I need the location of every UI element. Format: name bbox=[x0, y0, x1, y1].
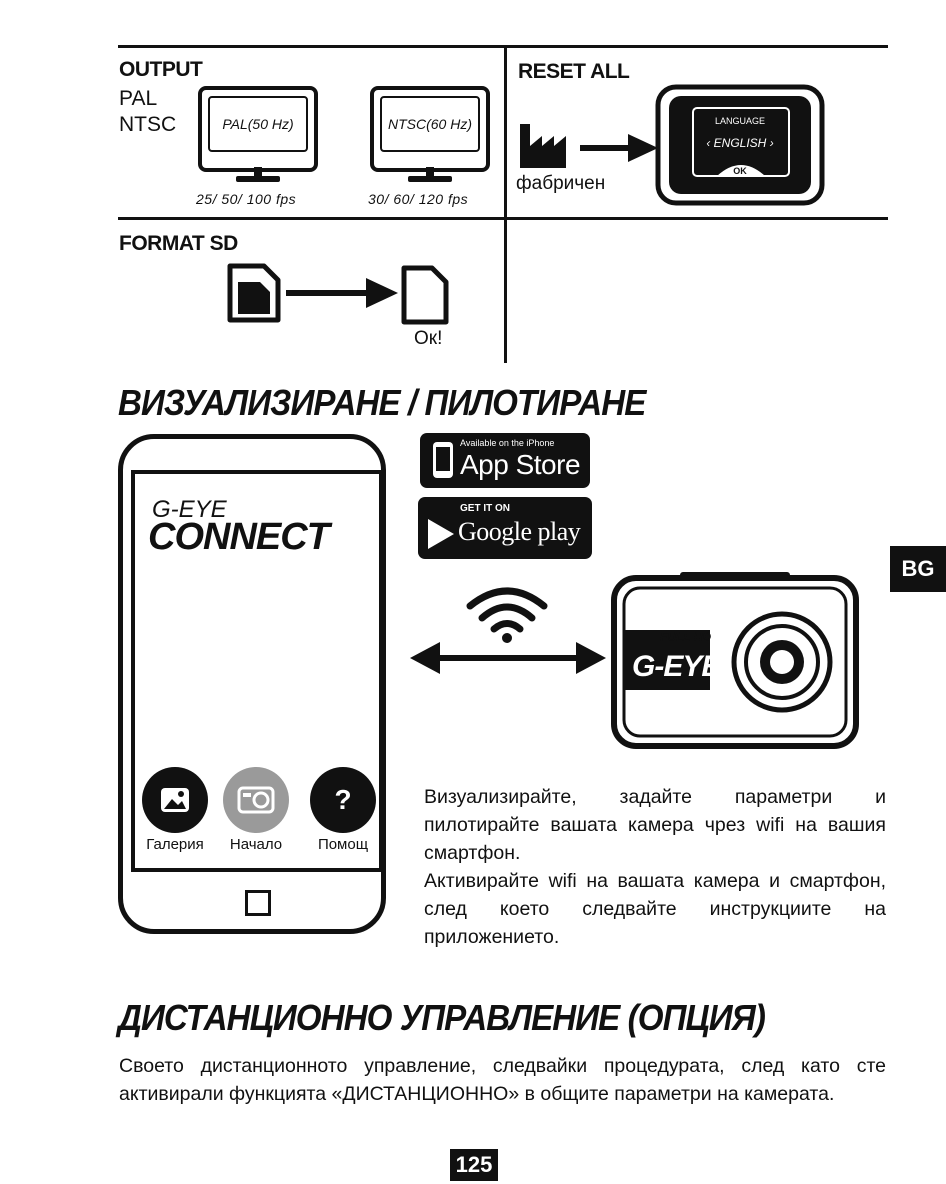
language-tab: BG bbox=[890, 546, 946, 592]
page-number: 125 bbox=[450, 1149, 498, 1181]
gplay-big-text: Google play bbox=[458, 517, 581, 546]
sd-card-icon bbox=[227, 263, 281, 323]
factory-label: фабричен bbox=[516, 173, 606, 194]
double-arrow-icon bbox=[410, 642, 606, 674]
output-pal: PAL bbox=[119, 87, 158, 110]
factory-icon bbox=[520, 124, 566, 168]
phone-home-button[interactable] bbox=[245, 890, 271, 916]
pal-monitor-icon: PAL(50 Hz) bbox=[198, 86, 318, 182]
app-brand-top: G-EYE bbox=[152, 496, 227, 523]
output-title: OUTPUT bbox=[119, 58, 203, 81]
wifi-icon bbox=[466, 587, 548, 643]
chevron-right-icon: › bbox=[769, 136, 774, 150]
question-icon: ? bbox=[334, 784, 352, 815]
pal-screen-label: PAL(50 Hz) bbox=[208, 96, 308, 152]
help-label: Помощ bbox=[317, 836, 369, 853]
pal-fps: 25/ 50/ 100 fps bbox=[196, 191, 297, 207]
reset-arrow-icon bbox=[580, 134, 658, 162]
camera-lang-label: ENGLISH bbox=[713, 136, 767, 150]
remote-para: Своето дистанционното управление, следва… bbox=[119, 1055, 886, 1105]
camera-fullhd-label: FULL HD bbox=[660, 630, 712, 644]
phone-screen bbox=[131, 470, 383, 872]
smartphone bbox=[118, 434, 386, 934]
help-button[interactable]: ? bbox=[310, 767, 376, 833]
gallery-label: Галерия bbox=[146, 836, 204, 853]
camera-lang-value: ‹ ENGLISH › bbox=[698, 136, 782, 150]
gplay-small-text: GET IT ON bbox=[460, 503, 510, 514]
camera-icon bbox=[237, 786, 275, 814]
appstore-big-text: App Store bbox=[460, 449, 581, 480]
reset-title: RESET ALL bbox=[518, 60, 630, 83]
visualize-para-1: Визуализирайте, задайте параметри и пило… bbox=[424, 786, 886, 864]
visualize-title: ВИЗУАЛИЗИРАНЕ / ПИЛОТИРАНЕ bbox=[118, 382, 646, 423]
googleplay-badge[interactable]: GET IT ON Google play bbox=[418, 497, 592, 559]
table-mid-line bbox=[118, 217, 888, 220]
visualize-para-2: Активирайте wifi на вашата камера и смар… bbox=[424, 870, 886, 948]
table-top-line bbox=[118, 45, 888, 48]
format-arrow-icon bbox=[286, 278, 398, 308]
app-brand-main: CONNECT bbox=[148, 516, 330, 558]
gallery-button[interactable] bbox=[142, 767, 208, 833]
camera-screen-icon bbox=[655, 84, 825, 206]
table-divider bbox=[504, 45, 507, 363]
camera-lang-top: LANGUAGE bbox=[715, 116, 766, 126]
appstore-small-text: Available on the iPhone bbox=[460, 438, 555, 448]
camera-ok-label: OK bbox=[733, 166, 747, 176]
chevron-left-icon: ‹ bbox=[706, 136, 711, 150]
camera-brand-label: G-EYE bbox=[632, 650, 721, 683]
action-camera-icon bbox=[611, 572, 859, 749]
iphone-icon bbox=[433, 442, 453, 478]
appstore-badge[interactable]: Available on the iPhone App Store bbox=[420, 433, 590, 488]
output-ntsc: NTSC bbox=[119, 113, 177, 136]
ntsc-screen-label: NTSC(60 Hz) bbox=[380, 96, 480, 152]
format-ok-label: Ок! bbox=[414, 328, 443, 349]
ntsc-monitor-icon: NTSC(60 Hz) bbox=[370, 86, 490, 182]
home-label: Начало bbox=[229, 836, 283, 853]
remote-title: ДИСТАНЦИОННО УПРАВЛЕНИЕ (ОПЦИЯ) bbox=[118, 997, 766, 1038]
picture-icon bbox=[161, 788, 189, 812]
ntsc-fps: 30/ 60/ 120 fps bbox=[368, 191, 469, 207]
blank-card-icon bbox=[401, 265, 449, 325]
format-title: FORMAT SD bbox=[119, 232, 238, 255]
play-icon bbox=[428, 519, 454, 549]
home-button[interactable] bbox=[223, 767, 289, 833]
